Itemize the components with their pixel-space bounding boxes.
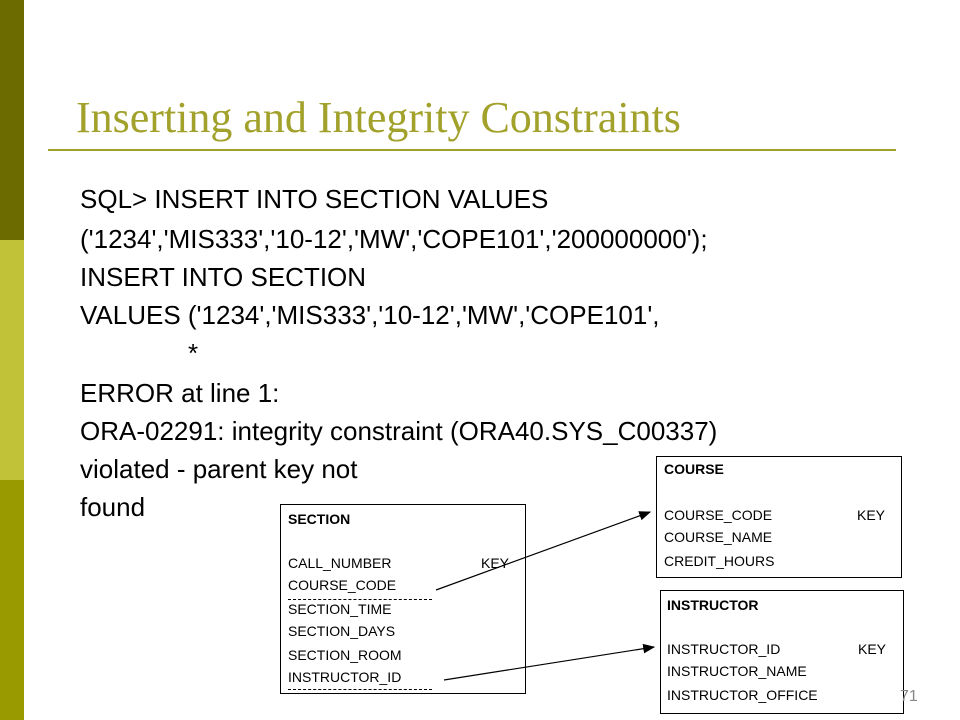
section-field-course-code: COURSE_CODE <box>288 577 397 593</box>
sql-line-4: VALUES ('1234','MIS333','10-12','MW','CO… <box>80 300 660 330</box>
course-field-course-code: COURSE_CODE <box>664 507 773 523</box>
section-field-section-time: SECTION_TIME <box>288 601 392 617</box>
slide-title: Inserting and Integrity Constraints <box>76 93 681 142</box>
section-field-section-room: SECTION_ROOM <box>288 647 402 663</box>
sidebar-bar-dark <box>0 0 24 240</box>
sidebar-bar-mid <box>0 480 24 720</box>
instructor-table-box: INSTRUCTOR INSTRUCTOR_ID KEY INSTRUCTOR_… <box>660 590 904 714</box>
section-field-section-days: SECTION_DAYS <box>288 623 396 639</box>
section-field-call-number: CALL_NUMBER <box>288 555 392 571</box>
sql-line-found: found <box>80 492 146 522</box>
error-marker: * <box>188 338 199 368</box>
instructor-key-label: KEY <box>858 641 887 657</box>
title-underline <box>48 149 896 151</box>
sql-line-3: INSERT INTO SECTION <box>80 262 367 292</box>
sql-line-error: ERROR at line 1: <box>80 378 280 408</box>
instructor-field-instructor-office: INSTRUCTOR_OFFICE <box>667 687 818 703</box>
course-table-title: COURSE <box>664 461 724 477</box>
course-table-box: COURSE COURSE_CODE KEY COURSE_NAME CREDI… <box>656 456 902 578</box>
instructor-field-instructor-name: INSTRUCTOR_NAME <box>667 663 807 679</box>
instructor-field-instructor-id: INSTRUCTOR_ID <box>667 641 781 657</box>
sql-line-violated: violated - parent key not <box>80 454 358 484</box>
instructor-id-foreign-key-marker <box>288 689 432 690</box>
section-table-title: SECTION <box>288 511 351 527</box>
course-field-credit-hours: CREDIT_HOURS <box>664 553 775 569</box>
course-code-foreign-key-marker <box>288 599 432 600</box>
course-field-course-name: COURSE_NAME <box>664 529 773 545</box>
instructor-id-relationship-arrow <box>443 643 656 681</box>
sql-line-2: ('1234','MIS333','10-12','MW','COPE101',… <box>80 224 708 254</box>
sidebar-bar-light <box>0 240 24 480</box>
course-key-label: KEY <box>857 507 886 523</box>
sql-line-1: SQL> INSERT INTO SECTION VALUES <box>80 184 549 214</box>
section-field-instructor-id: INSTRUCTOR_ID <box>288 669 402 685</box>
sql-line-ora: ORA-02291: integrity constraint (ORA40.S… <box>80 416 718 446</box>
course-code-relationship-arrow <box>435 511 652 591</box>
instructor-table-title: INSTRUCTOR <box>667 597 759 613</box>
section-key-label: KEY <box>481 555 510 571</box>
page-number: 71 <box>900 688 918 705</box>
